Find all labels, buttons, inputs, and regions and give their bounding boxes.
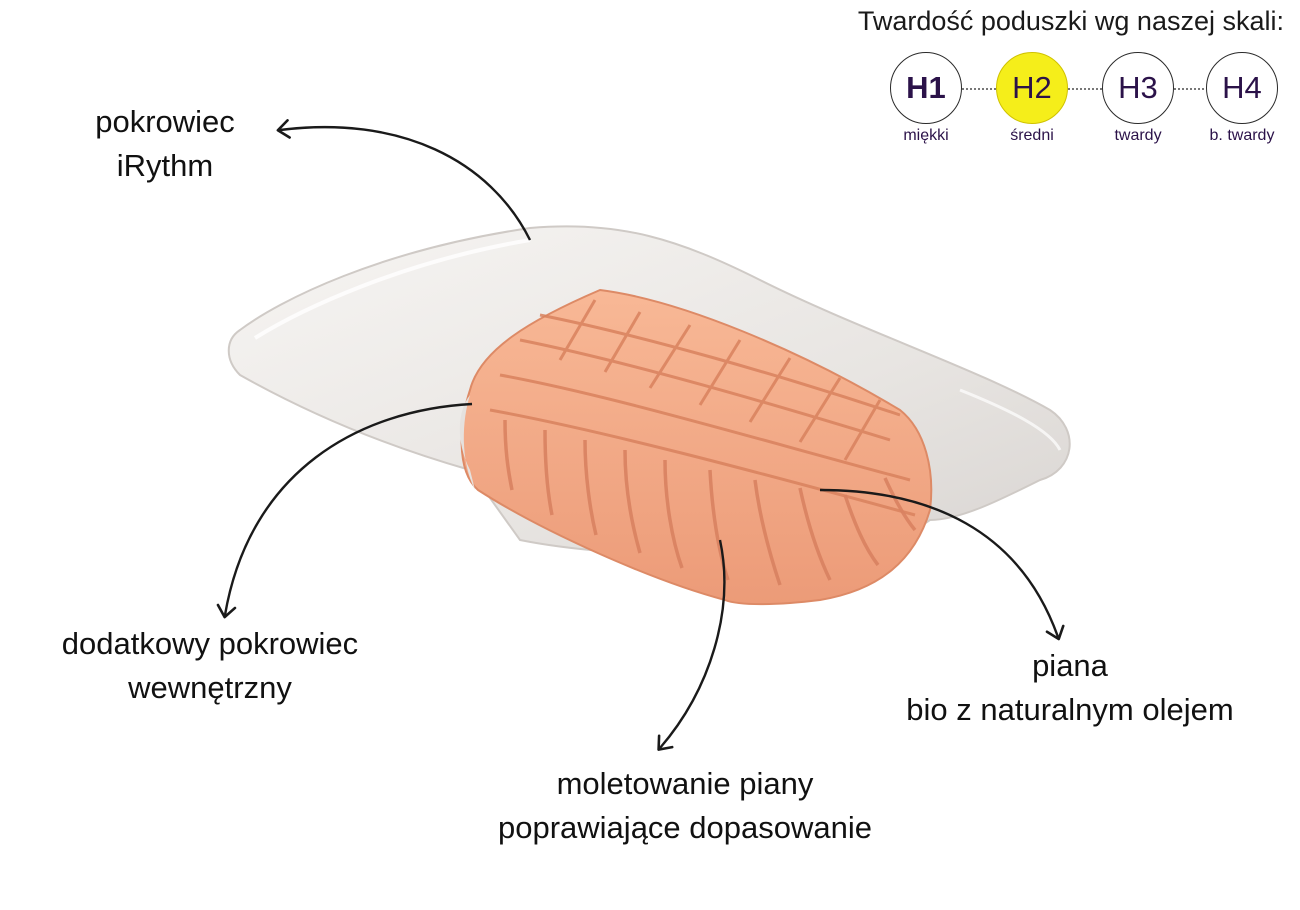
hardness-h3: H3 (1102, 52, 1174, 124)
hardness-h2-desc: średni (1010, 127, 1054, 144)
scale-connector (962, 88, 996, 90)
label-inner-cover: dodatkowy pokrowiec wewnętrzny (20, 622, 400, 710)
arrow-knurl (657, 539, 726, 751)
scale-connector (1068, 88, 1102, 90)
hardness-h4-desc: b. twardy (1209, 127, 1275, 144)
hardness-h1-desc: miękki (903, 127, 949, 144)
label-foam-line1: piana (1032, 648, 1108, 683)
arrow-cover (276, 119, 532, 241)
scale-title: Twardość poduszki wg naszej skali: (857, 6, 1284, 36)
label-cover-line1: pokrowiec (95, 104, 235, 139)
arrow-inner (216, 402, 473, 619)
foam-block (460, 288, 933, 606)
label-cover: pokrowiec iRythm (55, 100, 275, 188)
hardness-h2: H2 (996, 52, 1068, 124)
label-foam: piana bio z naturalnym olejem (860, 644, 1280, 732)
hardness-h3-desc: twardy (1114, 127, 1162, 144)
label-knurl-line1: moletowanie piany (556, 766, 814, 801)
hardness-h4: H4 (1206, 52, 1278, 124)
label-inner-line2: wewnętrzny (128, 670, 292, 705)
arrow-foam (819, 488, 1065, 641)
label-cover-line2: iRythm (116, 148, 214, 183)
hardness-h1: H1 (890, 52, 962, 124)
scale-connector (1174, 88, 1204, 90)
label-knurling: moletowanie piany poprawiające dopasowan… (440, 762, 930, 850)
label-inner-line1: dodatkowy pokrowiec (61, 626, 359, 661)
label-foam-line2: bio z naturalnym olejem (906, 692, 1234, 727)
label-knurl-line2: poprawiające dopasowanie (498, 810, 872, 845)
